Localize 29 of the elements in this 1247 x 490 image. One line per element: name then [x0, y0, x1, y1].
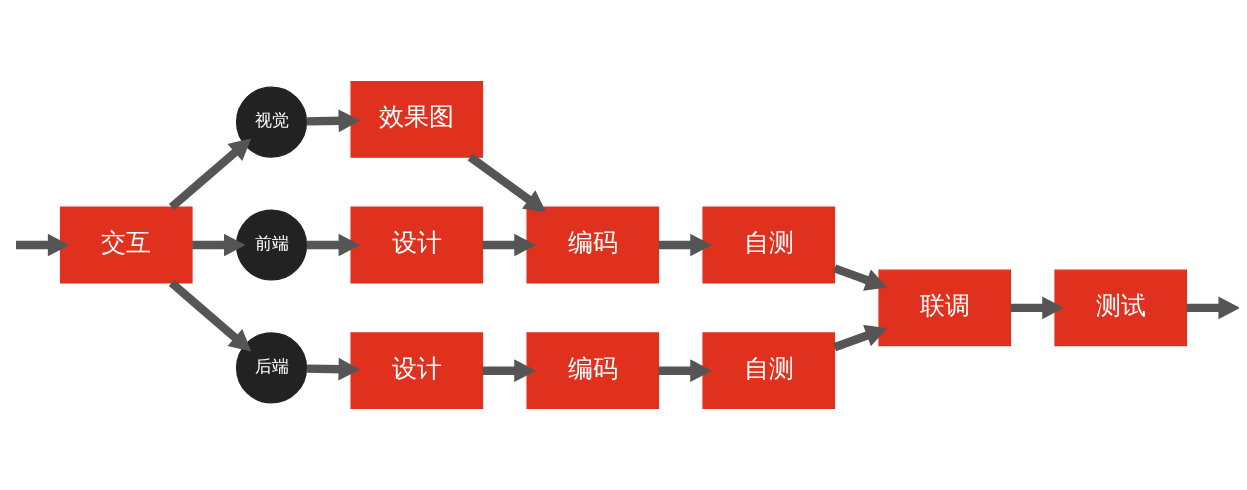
arrow [482, 359, 536, 383]
node-box: 编码 [526, 332, 660, 410]
arrow [482, 233, 536, 257]
node-box: 效果图 [350, 80, 484, 158]
arrow [306, 357, 361, 381]
arrow [306, 109, 361, 133]
node-box: 联调 [878, 269, 1012, 347]
node-box: 交互 [59, 206, 193, 284]
node-circle: 前端 [235, 209, 308, 281]
arrow [306, 233, 361, 257]
arrow [833, 264, 888, 291]
arrow [16, 233, 70, 257]
node-circle: 视觉 [235, 86, 308, 158]
arrow [833, 324, 888, 352]
arrow [1186, 296, 1239, 320]
arrow [168, 279, 252, 352]
arrow [192, 233, 246, 257]
node-box: 设计 [350, 332, 484, 410]
node-box: 自测 [702, 206, 836, 284]
arrow [658, 233, 712, 257]
node-box: 自测 [702, 332, 836, 410]
arrow [1010, 296, 1064, 320]
arrow [467, 153, 547, 213]
node-box: 测试 [1054, 269, 1188, 347]
node-circle: 后端 [235, 332, 308, 404]
node-box: 设计 [350, 206, 484, 284]
arrow [658, 359, 712, 383]
arrow [168, 138, 252, 211]
node-box: 编码 [526, 206, 660, 284]
